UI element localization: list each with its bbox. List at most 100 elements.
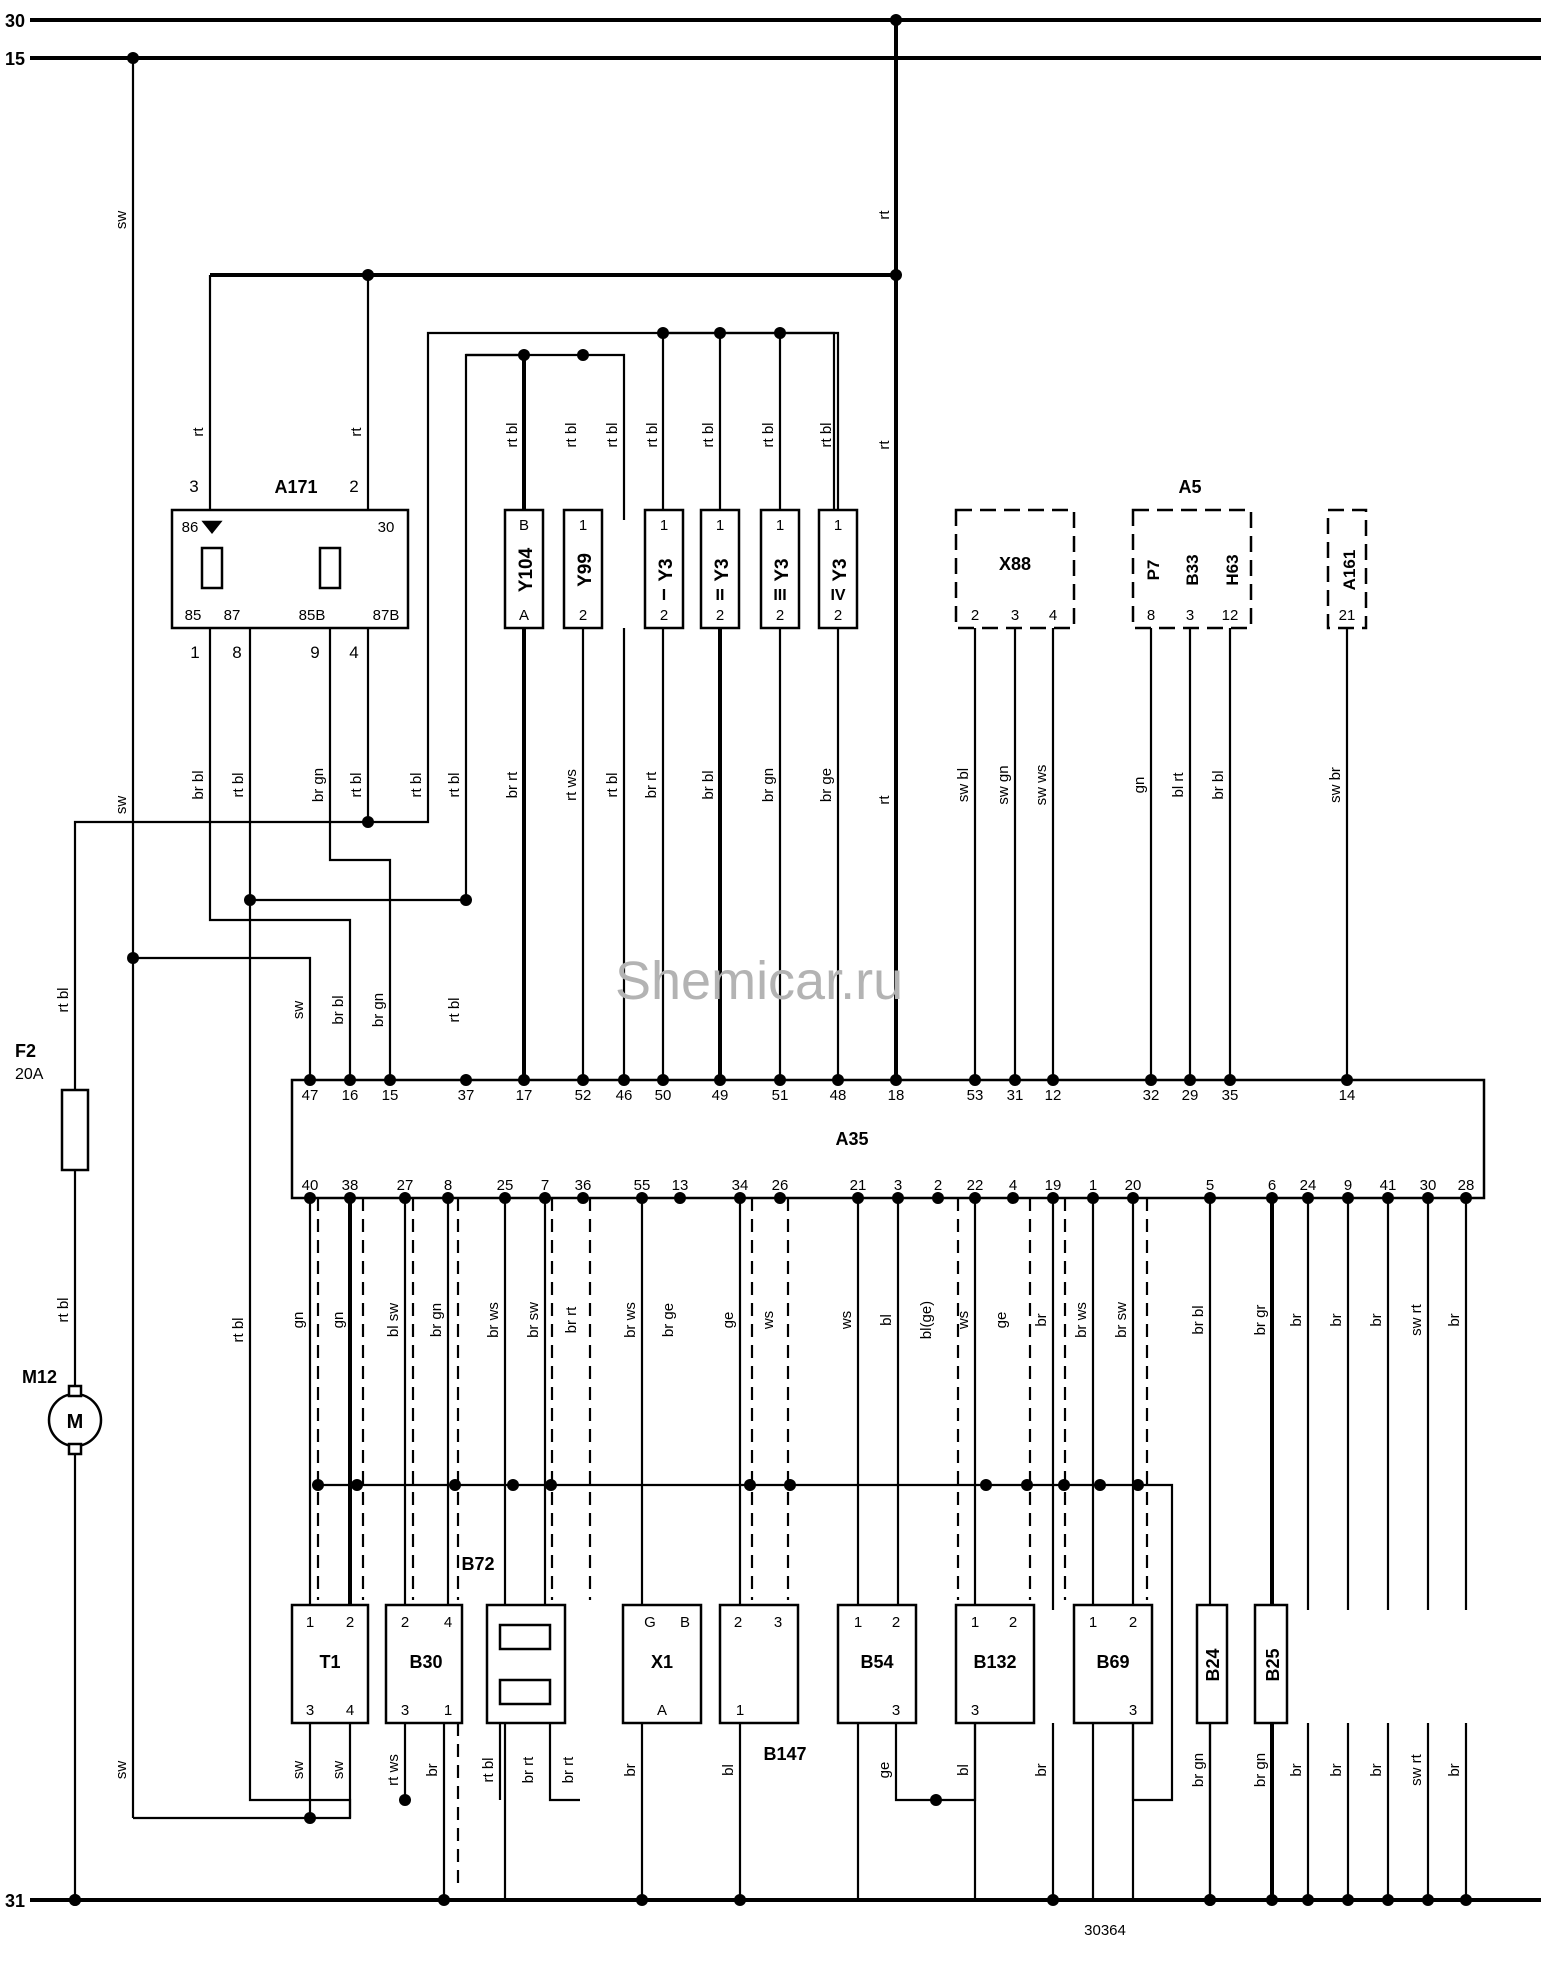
- ecu-pin: 35: [1222, 1087, 1239, 1104]
- wire-color-label: br rt: [560, 1756, 577, 1784]
- wire-color-label: rt bl: [230, 772, 247, 797]
- wire-color-label: bl rt: [1170, 772, 1187, 798]
- junction-dot: [774, 1074, 786, 1086]
- ecu-pin: 47: [302, 1087, 319, 1104]
- junction-dot: [1302, 1894, 1314, 1906]
- components: [47, 508, 1486, 1725]
- wire-color-label: gn: [330, 1312, 347, 1329]
- ecu-pin: 46: [616, 1087, 633, 1104]
- junction-dot: [304, 1074, 316, 1086]
- junction-dot: [969, 1192, 981, 1204]
- junction-dot: [1087, 1192, 1099, 1204]
- wire-color-label: br bl: [700, 770, 717, 799]
- junction-dot: [507, 1479, 519, 1491]
- wire-color-label: br ws: [622, 1302, 639, 1338]
- junction-dot: [657, 327, 669, 339]
- sensor-b72: [485, 1603, 567, 1725]
- wire-color-label: ws: [955, 1311, 972, 1330]
- junction-dot: [304, 1812, 316, 1824]
- wire-color-label: br bl: [1210, 770, 1227, 799]
- label: 8: [1147, 607, 1155, 624]
- junction-dot: [577, 1192, 589, 1204]
- sensor-name: B132: [973, 1652, 1016, 1672]
- wire-color-label: sw: [113, 1761, 130, 1780]
- label: 2: [776, 607, 784, 624]
- label: 1: [579, 517, 587, 534]
- wire-color-label: sw: [330, 1761, 347, 1780]
- label: 86: [182, 519, 199, 536]
- wire-brgn-15: [328, 628, 392, 1080]
- actuator-y104: [503, 508, 545, 630]
- wire-color-label: sw ws: [1033, 765, 1050, 806]
- ecu-pin: 49: [712, 1087, 729, 1104]
- wire-color-label: rt: [876, 210, 893, 220]
- wire-color-label: sw bl: [955, 768, 972, 802]
- wire-color-label: ge: [876, 1762, 893, 1779]
- ecu-pin: 18: [888, 1087, 905, 1104]
- rail-label-30: 30: [5, 11, 25, 31]
- sensor-name: B25: [1263, 1648, 1283, 1681]
- wire-shield-bus: [318, 1483, 1174, 1600]
- wire-color-label: br ws: [1073, 1302, 1090, 1338]
- ecu-pin: 1: [1089, 1177, 1097, 1194]
- actuator-y99: [562, 508, 604, 630]
- junction-dot: [932, 1192, 944, 1204]
- junction-dot: [127, 52, 139, 64]
- wire-color-label: br gn: [760, 768, 777, 802]
- label: 1: [444, 1702, 452, 1719]
- ecu-pin: 41: [1380, 1177, 1397, 1194]
- ecu-pin: 25: [497, 1177, 514, 1194]
- junction-dot: [1382, 1894, 1394, 1906]
- label: 2: [734, 1614, 742, 1631]
- rail-label-31: 31: [5, 1891, 25, 1911]
- wire-color-label: rt bl: [604, 772, 621, 797]
- junction-dot: [449, 1479, 461, 1491]
- wire-color-label: rt bl: [604, 422, 621, 447]
- junction-dot: [852, 1192, 864, 1204]
- wire-color-label: rt bl: [230, 1317, 247, 1342]
- wire-color-label: rt bl: [55, 987, 72, 1012]
- sensor-name: B69: [1096, 1652, 1129, 1672]
- actuator-name: Y3: [830, 558, 851, 581]
- wire-color-label: br: [1033, 1763, 1050, 1776]
- label: 1: [190, 643, 199, 662]
- wires: [73, 58, 1468, 1900]
- motor-symbol: M: [67, 1411, 84, 1433]
- fuse-name: F2: [15, 1041, 36, 1061]
- ecu-pin: 7: [541, 1177, 549, 1194]
- label: 1: [776, 517, 784, 534]
- junction-dot: [1460, 1894, 1472, 1906]
- ecu-pin: 50: [655, 1087, 672, 1104]
- junction-dot: [1302, 1192, 1314, 1204]
- wire-color-label: ge: [993, 1312, 1010, 1329]
- relay-coil: [200, 546, 224, 590]
- wire-color-label: sw: [113, 211, 130, 230]
- ecu-a35: [290, 1078, 1486, 1200]
- wire-color-label: rt ws: [563, 769, 580, 801]
- module-a5: [1131, 508, 1253, 630]
- module-name: A5: [1178, 477, 1201, 497]
- shield-wires: [316, 1198, 1149, 1890]
- wire: [133, 1723, 312, 1820]
- module-sub: H63: [1223, 554, 1242, 585]
- label: 9: [310, 643, 319, 662]
- ecu-pin: 17: [516, 1087, 533, 1104]
- junction-dot: [1007, 1192, 1019, 1204]
- label: 1: [1089, 1614, 1097, 1631]
- fuse-f2: [60, 1088, 90, 1172]
- junction-dots: [69, 14, 1472, 1906]
- label: A: [657, 1702, 667, 1719]
- ecu-pin: 32: [1143, 1087, 1160, 1104]
- wire-color-label: rt: [190, 427, 207, 437]
- junction-dot: [734, 1894, 746, 1906]
- motor-name: M12: [22, 1367, 57, 1387]
- label: 1: [971, 1614, 979, 1631]
- junction-dot: [980, 1479, 992, 1491]
- sensor-name: T1: [319, 1652, 340, 1672]
- wire-color-label: br: [1368, 1313, 1385, 1326]
- junction-dot: [1204, 1192, 1216, 1204]
- ecu-pin: 30: [1420, 1177, 1437, 1194]
- wire-color-label: br: [1288, 1313, 1305, 1326]
- wire-color-label: br gn: [1252, 1753, 1269, 1787]
- label: 1: [834, 517, 842, 534]
